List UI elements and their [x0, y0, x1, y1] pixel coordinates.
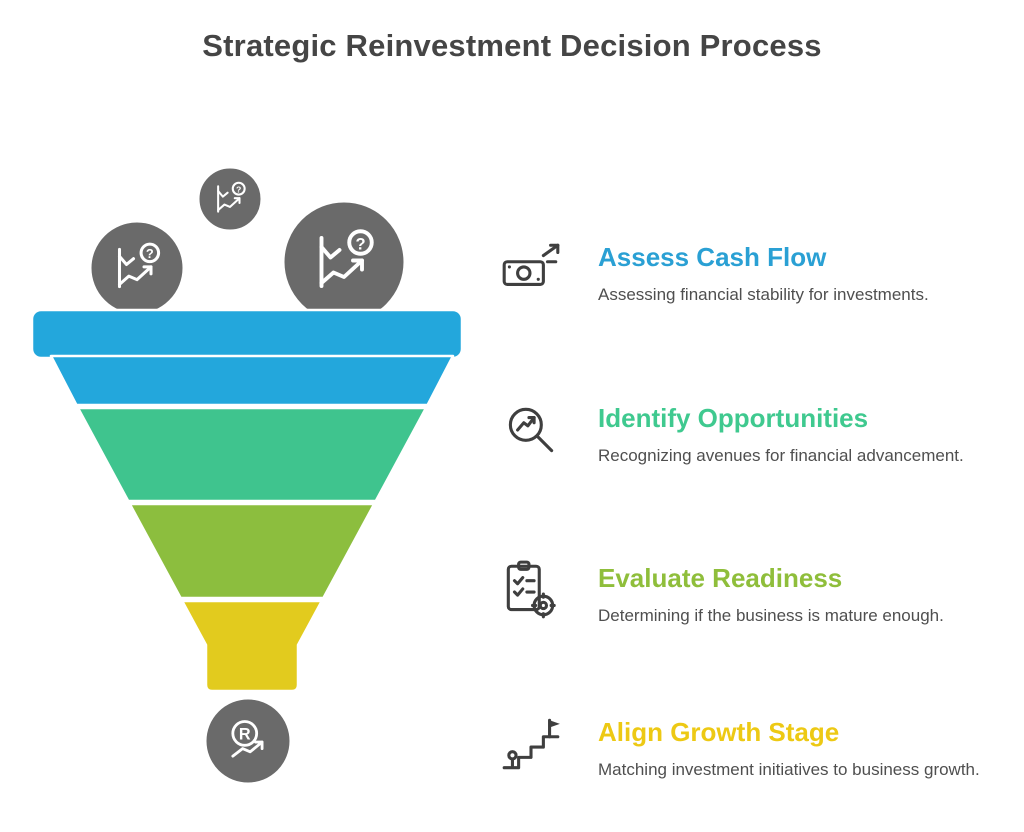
funnel-segment-assess-cash-flow — [30, 308, 464, 407]
step-heading: Identify Opportunities — [598, 403, 869, 433]
chart-question-icon-small — [194, 163, 266, 235]
cash-flow-icon — [498, 237, 570, 309]
growth-stage-icon — [498, 712, 570, 784]
step-description: Recognizing avenues for financial advanc… — [598, 445, 964, 465]
page-title: Strategic Reinvestment Decision Process — [202, 28, 822, 63]
readiness-checklist-icon — [498, 558, 570, 630]
step-description: Determining if the business is mature en… — [598, 605, 944, 625]
step-identify-opportunities: Identify Opportunities Recognizing avenu… — [498, 398, 1010, 470]
chart-question-icon-medium — [86, 217, 188, 319]
reinvest-arrow-icon — [201, 694, 295, 788]
step-heading: Assess Cash Flow — [598, 242, 827, 272]
chart-question-icon-large — [279, 197, 409, 327]
funnel-segment-identify-opportunities — [76, 406, 428, 503]
funnel-diagram: ? R — [30, 163, 464, 788]
step-align-growth-stage: Align Growth Stage Matching investment i… — [498, 712, 1010, 784]
funnel-segment-align-growth-stage — [180, 599, 324, 693]
step-evaluate-readiness: Evaluate Readiness Determining if the bu… — [498, 558, 1010, 630]
opportunity-search-icon — [498, 398, 570, 470]
step-heading: Align Growth Stage — [598, 717, 840, 747]
funnel-segment-evaluate-readiness — [128, 502, 376, 600]
step-description: Matching investment initiatives to busin… — [598, 759, 980, 779]
step-description: Assessing financial stability for invest… — [598, 284, 929, 304]
step-heading: Evaluate Readiness — [598, 563, 843, 593]
step-assess-cash-flow: Assess Cash Flow Assessing financial sta… — [498, 237, 1010, 309]
